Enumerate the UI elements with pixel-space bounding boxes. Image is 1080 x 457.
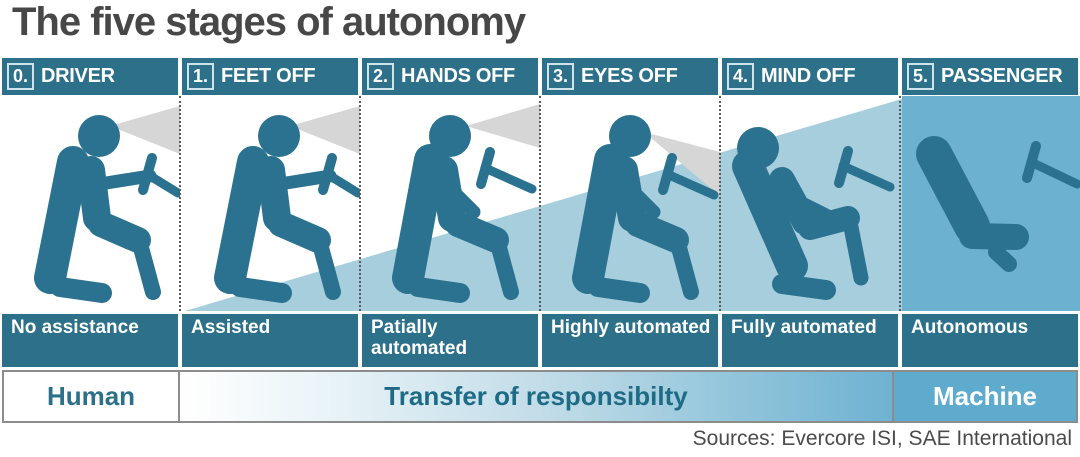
machine-label: Machine (894, 372, 1076, 421)
seated-driver-figure (34, 115, 180, 303)
person-eyes-off-road-icon (572, 115, 720, 303)
empty-seat-figure (916, 136, 1080, 272)
column-divider (539, 96, 541, 311)
stage-header-4: 4. MIND OFF (722, 58, 898, 95)
stage-header-label: DRIVER (41, 65, 115, 87)
steering-wheel-icon (476, 147, 537, 194)
stage-description-1: Assisted (182, 314, 358, 367)
steering-wheel-icon (318, 153, 360, 198)
stage-number-badge: 5. (907, 62, 935, 91)
stage-number-badge: 4. (727, 62, 755, 91)
stage-description-0: No assistance (2, 314, 178, 367)
human-label: Human (4, 372, 178, 421)
person-driving-at-wheel-icon (34, 106, 180, 303)
passenger-column-background (902, 96, 1080, 311)
stage-header-5: 5. PASSENGER (902, 58, 1078, 95)
transfer-wedge (185, 98, 905, 311)
stage-description-4: Fully automated (722, 314, 898, 367)
stage-description-row: No assistance Assisted Patially automate… (2, 314, 1078, 367)
stage-number-badge: 0. (7, 62, 35, 91)
stage-header-label: FEET OFF (221, 65, 316, 87)
column-divider (179, 96, 181, 311)
seated-passenger-figure (392, 115, 537, 303)
stage-description-5: Autonomous (902, 314, 1078, 367)
stage-header-label: EYES OFF (581, 65, 678, 87)
column-divider (359, 96, 361, 311)
vision-cone-icon (290, 106, 360, 154)
vision-cone-icon (644, 132, 720, 196)
stage-header-2: 2. HANDS OFF (362, 58, 538, 95)
person-driving-at-wheel-icon (214, 106, 360, 303)
transfer-wedge-graphic (185, 96, 1080, 311)
vision-cone-icon (466, 104, 540, 148)
steering-wheel-icon (834, 146, 895, 192)
responsibility-bar: Human Transfer of responsibilty Machine (2, 370, 1078, 423)
steering-wheel-icon (138, 153, 180, 198)
stage-header-label: MIND OFF (761, 65, 856, 87)
stage-number-badge: 2. (367, 62, 395, 91)
vision-cone-icon (110, 106, 180, 154)
stage-header-label: PASSENGER (941, 65, 1063, 87)
empty-seat-icon (916, 136, 1080, 272)
stage-header-0: 0. DRIVER (2, 58, 178, 95)
transfer-of-responsibility-label: Transfer of responsibilty (178, 372, 894, 421)
column-divider (899, 96, 901, 311)
stage-description-2: Patially automated (362, 314, 538, 367)
column-divider (719, 96, 721, 311)
stage-description-3: Highly automated (542, 314, 718, 367)
stage-number-badge: 3. (547, 62, 575, 91)
source-note: Sources: Evercore ISI, SAE International (692, 427, 1072, 450)
stage-header-1: 1. FEET OFF (182, 58, 358, 95)
steering-wheel-icon (658, 153, 719, 200)
page-title: The five stages of autonomy (12, 0, 526, 44)
seated-passenger-figure (572, 115, 719, 303)
stage-number-badge: 1. (187, 62, 215, 91)
icon-band (0, 96, 1080, 311)
seated-driver-figure (214, 115, 360, 303)
reclined-passenger-figure (732, 127, 895, 300)
stage-header-label: HANDS OFF (401, 65, 515, 87)
person-reclined-icon (732, 127, 895, 300)
steering-wheel-icon (1022, 141, 1080, 189)
stage-header-3: 3. EYES OFF (542, 58, 718, 95)
stage-header-row: 0. DRIVER 1. FEET OFF 2. HANDS OFF 3. EY… (2, 58, 1078, 95)
person-hands-off-wheel-icon (392, 104, 540, 303)
